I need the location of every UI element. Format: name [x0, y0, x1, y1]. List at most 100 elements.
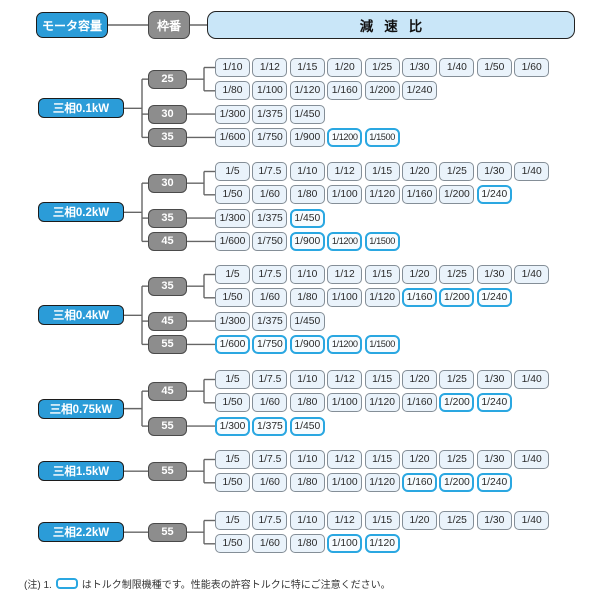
frame-size-box: 35 — [148, 276, 187, 296]
ratio-chip: 1/80 — [289, 473, 325, 493]
ratio-chip: 1/5 — [215, 450, 250, 469]
motor-capacity-box: 三相2.2kW — [38, 522, 124, 543]
ratio-chip-torque-limited: 1/1200 — [327, 334, 363, 354]
ratio-chip: 1/25 — [439, 450, 475, 469]
ratio-chip-torque-limited: 1/100 — [327, 534, 363, 554]
ratio-chip: 1/450 — [289, 104, 325, 124]
ratio-chip: 1/15 — [364, 450, 400, 469]
header-motor-capacity: モータ容量 — [36, 12, 108, 38]
header-reduction-ratio: 減速比 — [207, 11, 575, 39]
ratio-chip-torque-limited: 1/160 — [402, 288, 437, 308]
frame-size-box: 45 — [148, 311, 187, 331]
motor-capacity-box: 三相0.2kW — [38, 202, 124, 223]
ratio-chip: 1/7.5 — [252, 511, 288, 530]
ratio-chip: 1/12 — [327, 511, 363, 530]
ratio-chip: 1/160 — [402, 393, 437, 413]
ratio-chip: 1/7.5 — [252, 370, 288, 389]
ratio-chip: 1/5 — [215, 265, 250, 284]
footnote-text: はトルク制限機種です。性能表の許容トルクに特にご注意ください。 — [81, 579, 391, 591]
ratio-chip: 1/15 — [289, 58, 325, 77]
ratio-chip: 1/50 — [215, 473, 250, 493]
ratio-chip: 1/15 — [364, 370, 400, 389]
ratio-chip: 1/120 — [364, 393, 400, 413]
ratio-chip-torque-limited: 1/200 — [439, 288, 475, 308]
ratio-chip: 1/300 — [215, 104, 250, 124]
ratio-chip: 1/40 — [514, 450, 550, 469]
ratio-chip-torque-limited: 1/160 — [402, 473, 437, 493]
motor-capacity-box: 三相0.75kW — [38, 398, 124, 419]
ratio-chip-torque-limited: 1/900 — [289, 334, 325, 354]
ratio-chip-torque-limited: 1/600 — [215, 334, 250, 354]
frame-size-box: 35 — [148, 208, 187, 228]
ratio-chip: 1/30 — [476, 162, 512, 181]
ratio-chip-torque-limited: 1/375 — [252, 416, 288, 436]
ratio-chip: 1/120 — [289, 81, 325, 101]
ratio-chip: 1/30 — [476, 265, 512, 284]
ratio-chip: 1/50 — [215, 393, 250, 413]
frame-size-box: 55 — [148, 416, 187, 436]
ratio-chip: 1/375 — [252, 104, 288, 124]
ratio-chip: 1/60 — [514, 58, 550, 77]
ratio-chip: 1/100 — [327, 288, 363, 308]
frame-size-box: 30 — [148, 173, 187, 193]
ratio-chip: 1/100 — [252, 81, 288, 101]
ratio-chip: 1/30 — [476, 511, 512, 530]
ratio-chip: 1/375 — [252, 208, 288, 228]
ratio-chip-torque-limited: 1/240 — [476, 185, 512, 205]
ratio-chip: 1/80 — [289, 288, 325, 308]
motor-capacity-box: 三相0.1kW — [38, 98, 124, 119]
frame-size-box: 25 — [148, 69, 187, 89]
ratio-chip: 1/40 — [439, 58, 475, 77]
ratio-chip: 1/60 — [252, 288, 288, 308]
frame-size-box: 55 — [148, 522, 187, 542]
ratio-chip: 1/10 — [289, 511, 325, 530]
ratio-chip: 1/200 — [364, 81, 400, 101]
ratio-chip-torque-limited: 1/1500 — [364, 231, 400, 251]
footnote-prefix: (注) 1. — [24, 579, 52, 591]
ratio-chip-torque-limited: 1/1500 — [364, 334, 400, 354]
ratio-chip: 1/120 — [364, 473, 400, 493]
ratio-chip: 1/7.5 — [252, 162, 288, 181]
ratio-chip: 1/100 — [327, 185, 363, 205]
ratio-chip-torque-limited: 1/1200 — [327, 231, 363, 251]
ratio-chip: 1/450 — [289, 311, 325, 331]
ratio-chip: 1/20 — [402, 370, 437, 389]
ratio-chip: 1/50 — [215, 185, 250, 205]
ratio-chip: 1/375 — [252, 311, 288, 331]
ratio-chip-torque-limited: 1/120 — [364, 534, 400, 554]
ratio-chip-torque-limited: 1/240 — [476, 473, 512, 493]
ratio-chip: 1/50 — [476, 58, 512, 77]
ratio-chip: 1/60 — [252, 185, 288, 205]
ratio-chip-torque-limited: 1/900 — [289, 231, 325, 251]
frame-size-box: 55 — [148, 461, 187, 481]
motor-capacity-box: 三相1.5kW — [38, 461, 124, 482]
ratio-chip: 1/5 — [215, 162, 250, 181]
ratio-chip: 1/300 — [215, 208, 250, 228]
ratio-chip: 1/12 — [327, 450, 363, 469]
ratio-chip: 1/900 — [289, 127, 325, 147]
ratio-chip: 1/10 — [289, 265, 325, 284]
ratio-chip: 1/12 — [327, 162, 363, 181]
ratio-chip: 1/10 — [289, 450, 325, 469]
ratio-chip: 1/12 — [327, 265, 363, 284]
ratio-chip: 1/25 — [439, 370, 475, 389]
ratio-chip: 1/30 — [476, 450, 512, 469]
ratio-chip: 1/20 — [402, 265, 437, 284]
ratio-chip: 1/80 — [289, 393, 325, 413]
frame-size-box: 45 — [148, 231, 187, 251]
ratio-chip: 1/300 — [215, 311, 250, 331]
ratio-chip-torque-limited: 1/240 — [476, 393, 512, 413]
ratio-chip: 1/25 — [364, 58, 400, 77]
ratio-chip: 1/50 — [215, 288, 250, 308]
ratio-chip: 1/100 — [327, 393, 363, 413]
ratio-chip: 1/20 — [402, 450, 437, 469]
ratio-chip: 1/10 — [289, 370, 325, 389]
ratio-chip: 1/10 — [289, 162, 325, 181]
motor-capacity-box: 三相0.4kW — [38, 305, 124, 326]
ratio-chip: 1/120 — [364, 185, 400, 205]
ratio-chip-torque-limited: 1/240 — [476, 288, 512, 308]
ratio-chip-torque-limited: 1/300 — [215, 416, 250, 436]
ratio-chip: 1/40 — [514, 511, 550, 530]
ratio-chip: 1/80 — [289, 185, 325, 205]
